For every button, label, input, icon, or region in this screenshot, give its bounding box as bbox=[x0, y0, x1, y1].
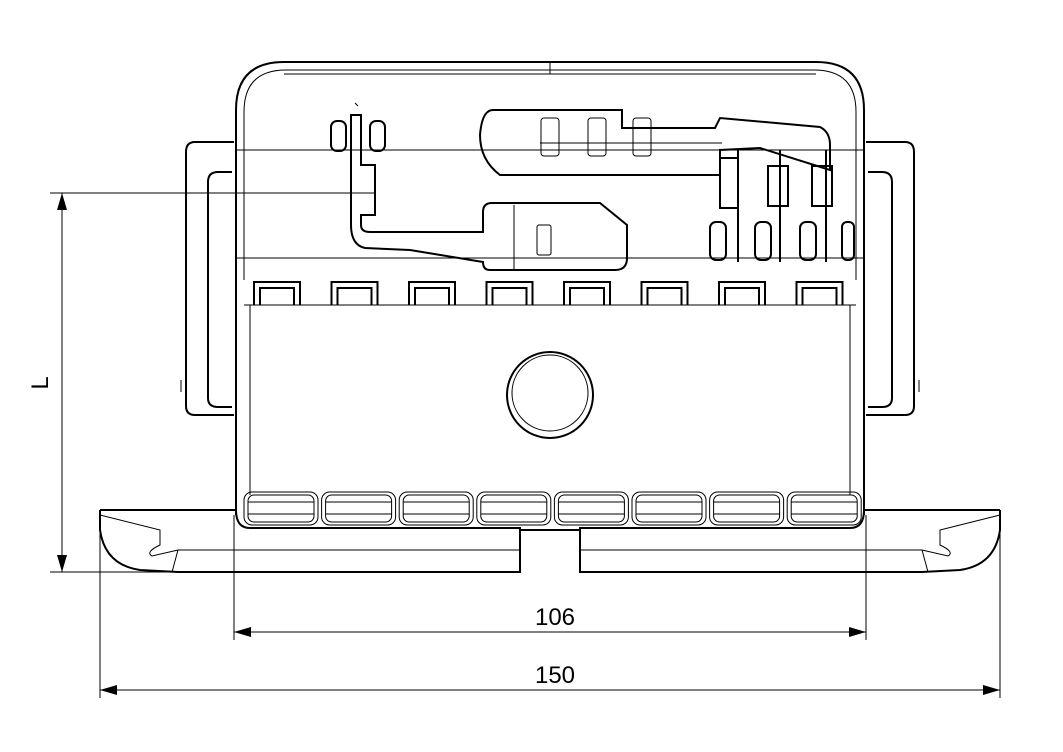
dimension-inner-width: 106 bbox=[233, 515, 867, 640]
comb-tooth bbox=[563, 281, 611, 305]
bottom-ribs bbox=[243, 491, 862, 526]
bottom-rib bbox=[631, 491, 707, 526]
comb-tooth bbox=[485, 281, 534, 305]
bottom-rib bbox=[786, 491, 862, 526]
right-latch bbox=[866, 141, 920, 416]
comb-tooth bbox=[408, 281, 456, 305]
comb-tooth bbox=[795, 281, 844, 305]
bottom-rib bbox=[243, 491, 319, 526]
dimension-height: L bbox=[27, 192, 375, 573]
comb-tooth bbox=[640, 281, 689, 305]
screw-head bbox=[506, 351, 594, 439]
dimension-label-height: L bbox=[27, 376, 54, 389]
comb-tooth bbox=[330, 281, 379, 305]
dimension-label-inner-width: 106 bbox=[535, 604, 575, 631]
bottom-rib bbox=[553, 491, 629, 526]
comb-teeth bbox=[253, 281, 844, 305]
left-latch bbox=[180, 141, 234, 416]
bottom-rib bbox=[709, 491, 785, 526]
bottom-rib bbox=[476, 491, 552, 526]
dimension-label-overall-width: 150 bbox=[535, 662, 575, 689]
dimension-overall-width: 150 bbox=[99, 510, 1001, 698]
comb-tooth bbox=[253, 281, 301, 305]
bottom-rib bbox=[321, 491, 397, 526]
housing-cap bbox=[235, 61, 865, 280]
internal-contacts bbox=[330, 102, 855, 271]
bottom-rib bbox=[398, 491, 474, 526]
comb-tooth bbox=[718, 281, 766, 305]
lower-body bbox=[235, 280, 865, 515]
